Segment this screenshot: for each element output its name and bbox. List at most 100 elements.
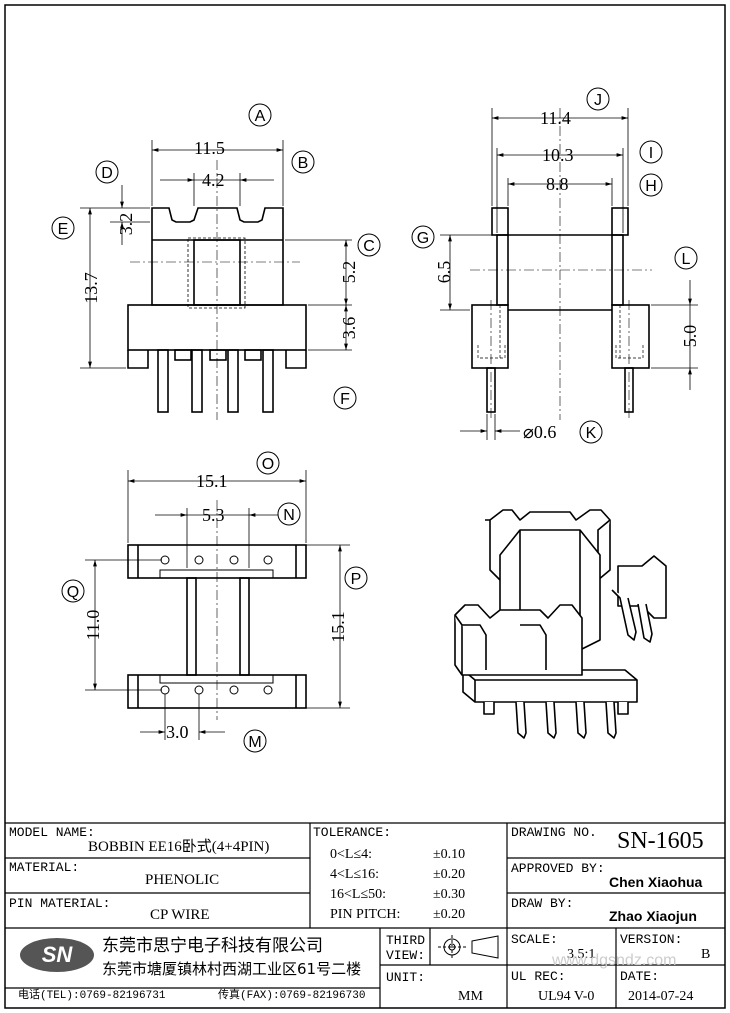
- callout-N: N: [277, 502, 301, 526]
- dim-text-H: 8.8: [546, 174, 569, 194]
- dim-text-Q: 11.0: [83, 610, 103, 641]
- callout-K: K: [579, 420, 603, 444]
- callout-B: B: [291, 150, 315, 174]
- tolerance-range-1: 0<L≤4:: [330, 847, 373, 862]
- svg-text:G: G: [417, 230, 429, 247]
- svg-text:Q: Q: [67, 584, 79, 601]
- svg-text:D: D: [101, 165, 113, 182]
- third-view-label: THIRD VIEW:: [386, 933, 426, 963]
- company-address: 东莞市塘厦镇林村西湖工业区61号二楼: [102, 960, 362, 978]
- date-value: 2014-07-24: [628, 989, 694, 1004]
- svg-text:J: J: [594, 92, 602, 109]
- company-name: 东莞市思宁电子科技有限公司: [102, 936, 323, 956]
- front-view-centerlines: [130, 160, 300, 420]
- svg-text:A: A: [255, 108, 266, 125]
- tolerance-value-4: ±0.20: [433, 907, 466, 922]
- dim-text-I: 10.3: [542, 145, 574, 165]
- tolerance-label: TOLERANCE:: [313, 825, 392, 840]
- drawn-by-label: DRAW BY:: [511, 896, 574, 911]
- scale-label: SCALE:: [511, 932, 558, 947]
- dim-text-P: 15.1: [328, 611, 348, 643]
- drawing-border: [4, 4, 726, 1009]
- tolerance-range-3: 16<L≤50:: [330, 887, 387, 902]
- company-fax: 传真(FAX):0769-82196730: [218, 990, 366, 1002]
- drawing-no-label: DRAWING NO.: [511, 825, 597, 840]
- tolerance-value-1: ±0.10: [433, 847, 466, 862]
- unit-label: UNIT:: [386, 970, 426, 985]
- dim-text-L: 5.0: [680, 325, 700, 348]
- svg-text:F: F: [340, 391, 350, 408]
- svg-text:K: K: [586, 425, 597, 442]
- dim-text-F: 3.6: [339, 317, 359, 340]
- tolerance-value-3: ±0.30: [433, 887, 466, 902]
- svg-text:C: C: [363, 238, 375, 255]
- pin-material-value: CP WIRE: [150, 907, 210, 923]
- svg-text:I: I: [649, 145, 653, 162]
- date-label: DATE:: [620, 969, 660, 984]
- side-view-centerlines: [470, 108, 652, 420]
- svg-text:L: L: [682, 251, 691, 268]
- third-view-symbol: [438, 935, 499, 959]
- model-name: BOBBIN EE16卧式(4+4PIN): [88, 839, 270, 855]
- callout-M: M: [243, 729, 267, 753]
- dim-text-A: 11.5: [194, 138, 225, 158]
- callout-H: H: [639, 173, 663, 197]
- callout-Q: Q: [61, 579, 85, 603]
- callout-G: G: [411, 225, 435, 249]
- material-label: MATERIAL:: [9, 860, 80, 875]
- callout-D: D: [95, 160, 119, 184]
- svg-text:M: M: [248, 734, 261, 751]
- tolerance-value-2: ±0.20: [433, 867, 466, 882]
- watermark: www.dgsndz.com: [552, 952, 677, 969]
- callout-O: O: [256, 451, 280, 475]
- callout-E: E: [51, 216, 75, 240]
- dim-text-E: 13.7: [81, 272, 101, 304]
- callout-L: L: [674, 246, 698, 270]
- approved-by: Chen Xiaohua: [609, 874, 703, 890]
- callout-A: A: [248, 103, 272, 127]
- dim-text-M: 3.0: [166, 722, 189, 742]
- tolerance-range-4: PIN PITCH:: [330, 907, 401, 922]
- front-view-dimensions: [80, 140, 352, 369]
- model-name-label: MODEL NAME:: [9, 825, 95, 840]
- pin-material-label: PIN MATERIAL:: [9, 896, 111, 911]
- svg-text:B: B: [298, 155, 309, 172]
- svg-text:N: N: [283, 507, 295, 524]
- company-phone: 电话(TEL):0769-82196731: [18, 990, 166, 1002]
- dim-text-C: 5.2: [339, 261, 359, 284]
- side-view-dimensions: [440, 108, 698, 440]
- drawn-by: Zhao Xiaojun: [609, 908, 697, 924]
- callout-P: P: [344, 566, 368, 590]
- version-label: VERSION:: [620, 932, 683, 947]
- ul-rec-value: UL94 V-0: [538, 989, 595, 1004]
- dim-text-G: 6.5: [434, 261, 454, 284]
- tolerance-range-2: 4<L≤16:: [330, 867, 380, 882]
- title-block-grid: [5, 822, 725, 1008]
- side-view-dim-text: 11.4 10.3 8.8 6.5 5.0 ⌀0.6: [434, 108, 700, 442]
- side-view: [471, 207, 650, 413]
- isometric-view: [454, 509, 667, 739]
- drawing-no: SN-1605: [617, 828, 704, 854]
- approved-by-label: APPROVED BY:: [511, 861, 605, 876]
- callout-F: F: [333, 386, 357, 410]
- svg-text:E: E: [58, 221, 69, 238]
- unit-value: MM: [458, 989, 483, 1004]
- callout-J: J: [586, 87, 610, 111]
- ul-rec-label: UL REC:: [511, 969, 566, 984]
- version-value: B: [701, 947, 711, 962]
- scale-value: 3.5:1: [567, 947, 596, 962]
- svg-text:O: O: [262, 456, 274, 473]
- svg-text:H: H: [645, 178, 657, 195]
- dim-text-J: 11.4: [540, 108, 571, 128]
- front-view-dim-text: 11.5 4.2 3.2 13.7 5.2 3.6: [81, 138, 359, 339]
- dim-text-D: 3.2: [116, 213, 136, 236]
- svg-text:P: P: [351, 571, 362, 588]
- bottom-view-dim-text: 15.1 5.3 15.1 11.0 3.0: [83, 471, 348, 742]
- dim-text-N: 5.3: [202, 505, 225, 525]
- callouts: A B C D E F G H I J K L M N O P Q: [51, 87, 698, 753]
- bottom-view-dimensions: [85, 470, 350, 740]
- callout-I: I: [639, 140, 663, 164]
- material-value: PHENOLIC: [145, 872, 220, 888]
- dim-text-B: 4.2: [202, 170, 225, 190]
